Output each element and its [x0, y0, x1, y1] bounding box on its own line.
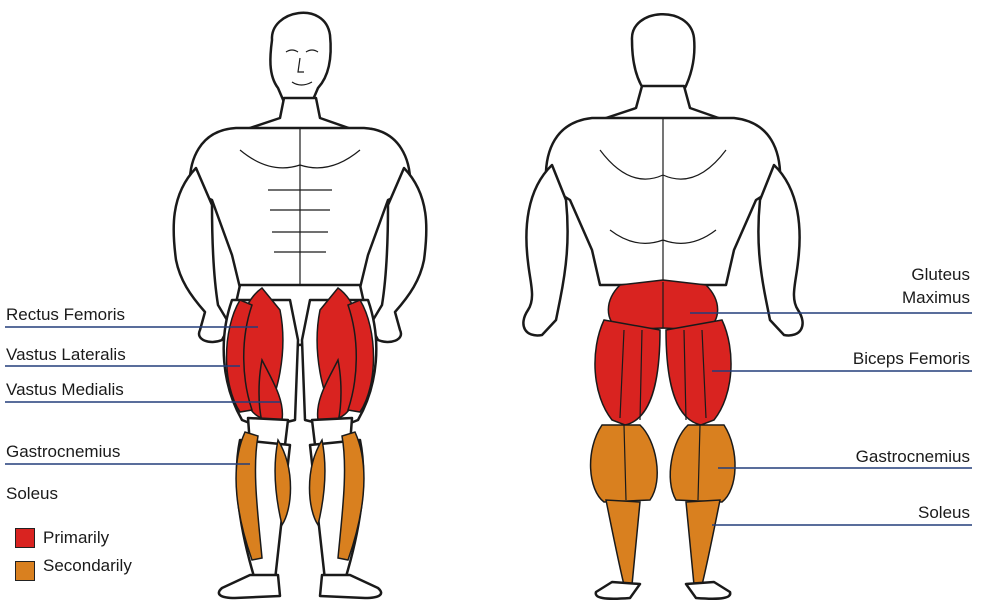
front-head	[270, 13, 330, 102]
legend-primary-swatch	[15, 528, 35, 548]
back-right-arm	[758, 165, 802, 335]
back-left-arm	[523, 165, 567, 335]
label-vastus-lateralis: Vastus Lateralis	[6, 346, 126, 363]
label-maximus: Maximus	[902, 289, 970, 306]
back-gastrocnemius-right	[670, 425, 735, 502]
leader-lines	[5, 313, 972, 525]
label-gastrocnemius-back: Gastrocnemius	[856, 448, 970, 465]
back-biceps-femoris-right	[666, 320, 731, 425]
label-rectus-femoris: Rectus Femoris	[6, 306, 125, 323]
label-vastus-medialis: Vastus Medialis	[6, 381, 124, 398]
label-biceps-femoris: Biceps Femoris	[853, 350, 970, 367]
legend-secondary-label: Secondarily	[43, 557, 132, 574]
front-figure	[174, 13, 427, 598]
label-soleus-front: Soleus	[6, 485, 58, 502]
label-gastrocnemius-front: Gastrocnemius	[6, 443, 120, 460]
back-soleus-right	[686, 500, 720, 585]
back-biceps-femoris-left	[595, 320, 660, 425]
legend-primary-label: Primarily	[43, 529, 109, 546]
back-soleus-left	[606, 500, 640, 585]
back-head	[632, 14, 694, 90]
legend-secondary-swatch	[15, 561, 35, 581]
back-figure	[523, 14, 802, 599]
label-soleus-back: Soleus	[918, 504, 970, 521]
label-gluteus: Gluteus	[911, 266, 970, 283]
